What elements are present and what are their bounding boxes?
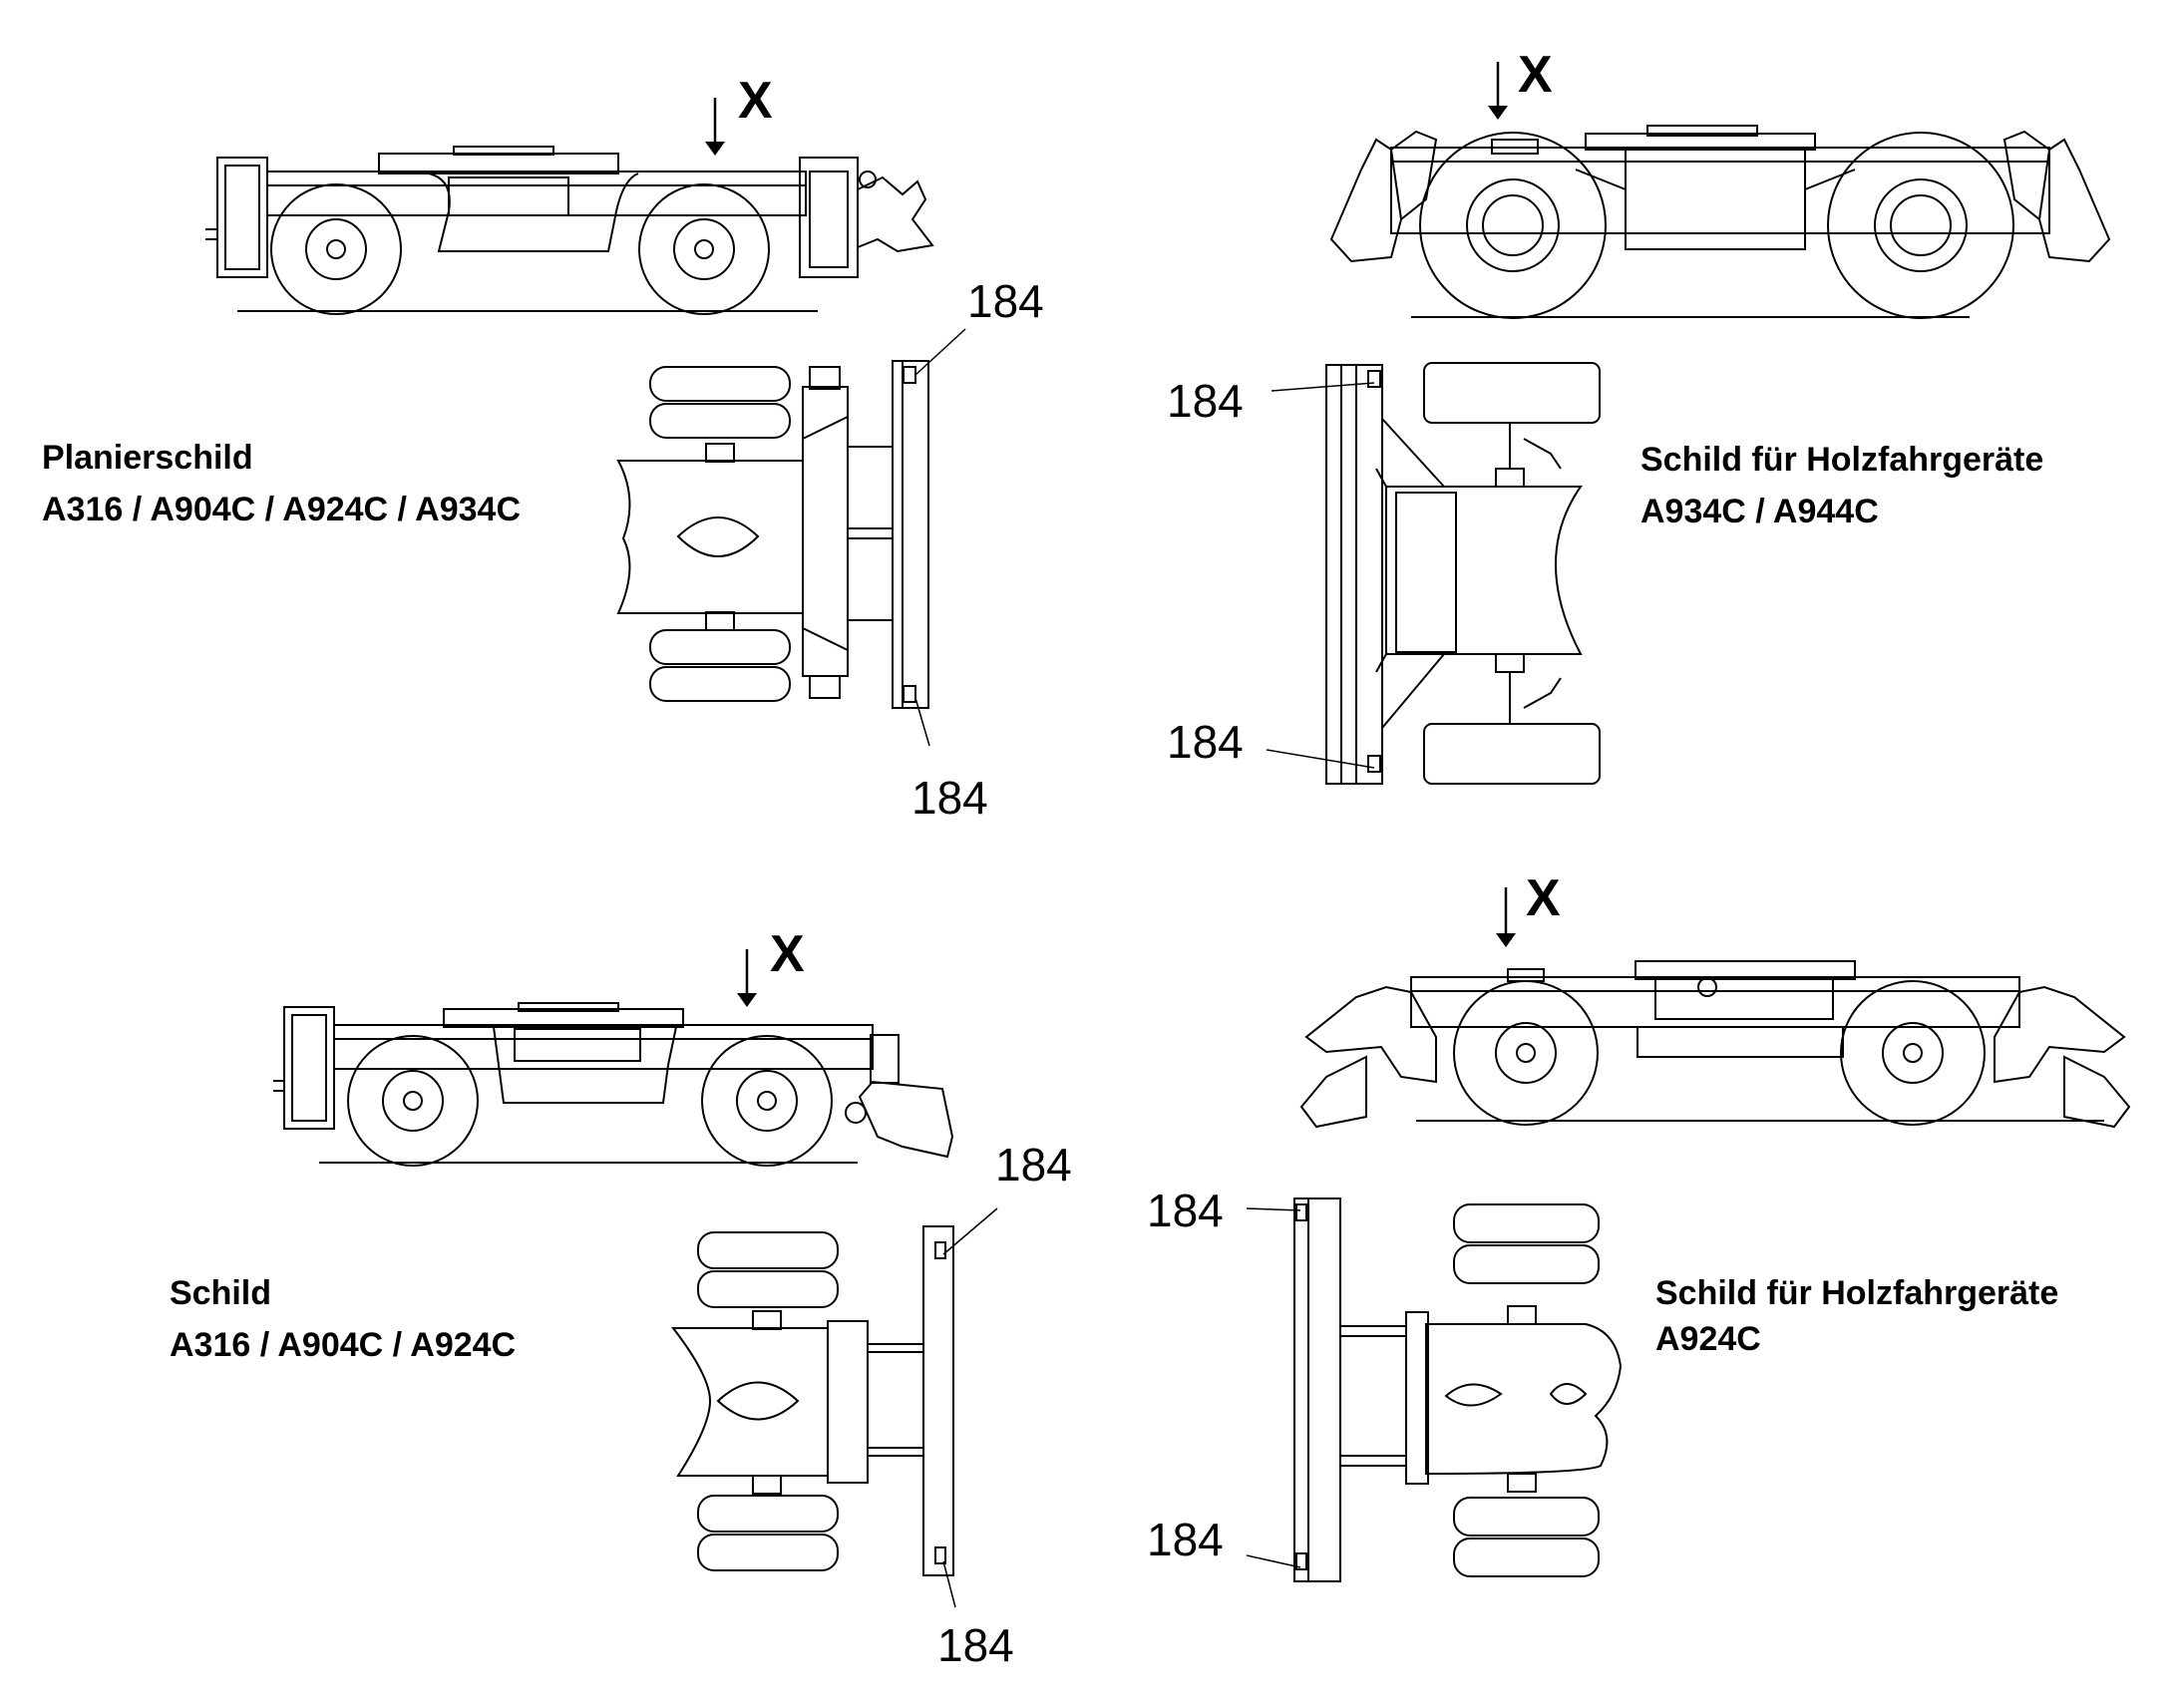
callout-leaders [915,329,1374,1607]
panel-models: A934C / A944C [1640,493,1879,530]
panel-title: Schild für Holzfahrgeräte [1655,1274,2059,1312]
panel-models: A316 / A904C / A924C [170,1326,517,1364]
panel-title: Planierschild [42,439,253,477]
arrow-heads [705,106,1516,1007]
side-view-holz-924 [1301,961,2129,1127]
callout-184: 184 [1147,1185,1224,1236]
panel-models: A316 / A904C / A924C / A934C [42,491,522,528]
side-view-planierschild [205,147,932,314]
view-markers: X X X X [738,46,1561,983]
callout-184: 184 [1147,1514,1224,1565]
view-marker-x: X [770,925,805,983]
callout-184: 184 [1167,375,1244,427]
top-view-planierschild [618,361,928,708]
side-view-holz-934 [1331,126,2109,318]
callout-184: 184 [967,275,1044,327]
view-marker-x: X [1526,869,1561,927]
panel-title: Schild für Holzfahrgeräte [1640,441,2044,479]
view-arrows [715,62,1506,999]
callout-184: 184 [1167,716,1244,768]
callout-184: 184 [937,1619,1014,1671]
view-marker-x: X [1518,46,1553,104]
view-marker-x: X [738,72,773,130]
top-view-schild [673,1226,953,1575]
callout-184: 184 [911,772,988,824]
panel-title: Schild [170,1274,272,1312]
callout-numbers: 184 184 184 184 184 184 184 184 [911,275,1244,1671]
panel-models: A924C [1655,1320,1761,1358]
top-view-holz-924 [1294,1198,1621,1581]
callout-184: 184 [995,1139,1072,1191]
top-view-holz-934 [1326,363,1600,784]
side-view-schild [273,1003,952,1166]
